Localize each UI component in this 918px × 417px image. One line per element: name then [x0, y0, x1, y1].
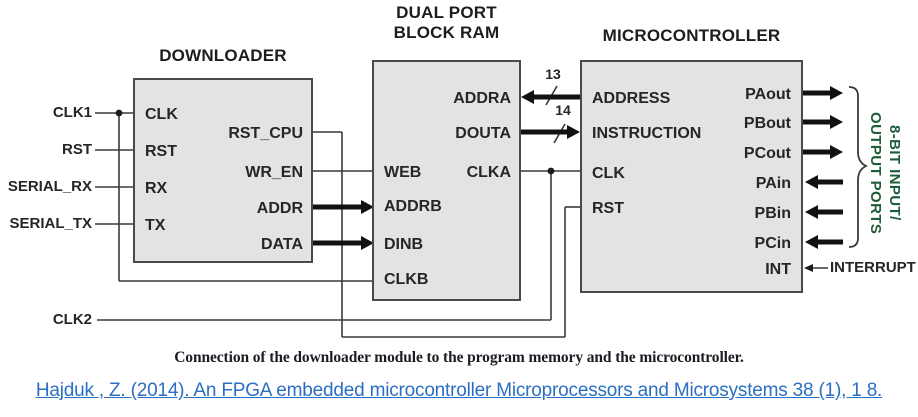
signal-label-serial-rx: SERIAL_RX — [7, 178, 92, 195]
pin-mcu-rst: RST — [592, 200, 624, 217]
bus-slash-14 — [553, 123, 566, 144]
pin-mcu-pcin: PCin — [754, 235, 791, 252]
arrowhead-pcout-icon — [830, 145, 843, 159]
pin-mcu-pcout: PCout — [743, 145, 791, 162]
pin-downloader-clk: CLK — [145, 106, 178, 123]
arrowhead-paout-icon — [830, 86, 843, 100]
signal-label-interrupt: INTERRUPT — [830, 259, 916, 276]
signal-label-clk1: CLK1 — [52, 104, 92, 121]
pin-mcu-paout: PAout — [745, 86, 791, 103]
io-ports-annotation-line1: 8-BIT INPUT/ — [886, 125, 903, 221]
ports-brace-icon — [848, 86, 869, 248]
pin-ram-clka: CLKA — [466, 164, 511, 181]
pin-ram-douta: DOUTA — [455, 125, 511, 142]
arrowhead-pcin-icon — [805, 235, 818, 249]
ram-title-line1: DUAL PORT — [396, 3, 497, 22]
arrowhead-addra-icon — [521, 90, 534, 104]
pin-ram-addrb: ADDRB — [384, 198, 442, 215]
figure-caption: Connection of the downloader module to t… — [174, 349, 744, 366]
bus-width-14: 14 — [555, 102, 571, 118]
pin-downloader-tx: TX — [145, 217, 166, 234]
junction-dot-clka — [547, 167, 555, 175]
pin-ram-clkb: CLKB — [384, 271, 429, 288]
pin-mcu-pbin: PBin — [754, 205, 791, 222]
pin-downloader-addr: ADDR — [256, 200, 303, 217]
pin-mcu-instruction: INSTRUCTION — [592, 125, 702, 142]
pin-downloader-wr-en: WR_EN — [245, 164, 303, 181]
microcontroller-block: ADDRESS INSTRUCTION CLK RST PAout PBout … — [580, 60, 803, 293]
bus-width-13: 13 — [545, 66, 561, 82]
arrowhead-pbout-icon — [830, 115, 843, 129]
arrowhead-instruction-icon — [567, 125, 580, 139]
pin-mcu-clk: CLK — [592, 165, 625, 182]
signal-label-rst: RST — [62, 141, 92, 158]
block-ram-block: ADDRA DOUTA CLKA WEB ADDRB DINB CLKB — [372, 60, 521, 301]
interrupt-arrowhead-icon — [804, 264, 813, 272]
citation-link[interactable]: Hajduk , Z. (2014). An FPGA embedded mic… — [35, 380, 883, 401]
arrowhead-pbin-icon — [805, 205, 818, 219]
junction-dot-clk1 — [115, 109, 123, 117]
arrowhead-pain-icon — [805, 175, 818, 189]
pin-downloader-data: DATA — [260, 236, 303, 253]
pin-ram-addra: ADDRA — [453, 90, 511, 107]
signal-label-clk2: CLK2 — [52, 311, 92, 328]
pin-downloader-rst: RST — [145, 143, 177, 160]
pin-ram-dinb: DINB — [384, 236, 424, 253]
pin-mcu-pain: PAin — [755, 175, 791, 192]
downloader-block: CLK RST RX TX RST_CPU WR_EN ADDR DATA — [133, 78, 313, 263]
pin-downloader-rst-cpu: RST_CPU — [228, 125, 303, 142]
pin-mcu-int: INT — [765, 261, 791, 278]
io-ports-annotation: 8-BIT INPUT/ OUTPUT PORTS — [866, 94, 904, 252]
pin-ram-web: WEB — [384, 164, 422, 181]
io-ports-annotation-line2: OUTPUT PORTS — [867, 111, 884, 235]
pin-mcu-pbout: PBout — [743, 115, 791, 132]
pin-mcu-address: ADDRESS — [592, 90, 671, 107]
pin-downloader-rx: RX — [145, 180, 168, 197]
mcu-title: MICROCONTROLLER — [602, 26, 781, 45]
downloader-title: DOWNLOADER — [159, 46, 287, 65]
signal-label-serial-tx: SERIAL_TX — [9, 215, 92, 232]
ram-title-line2: BLOCK RAM — [393, 23, 500, 42]
